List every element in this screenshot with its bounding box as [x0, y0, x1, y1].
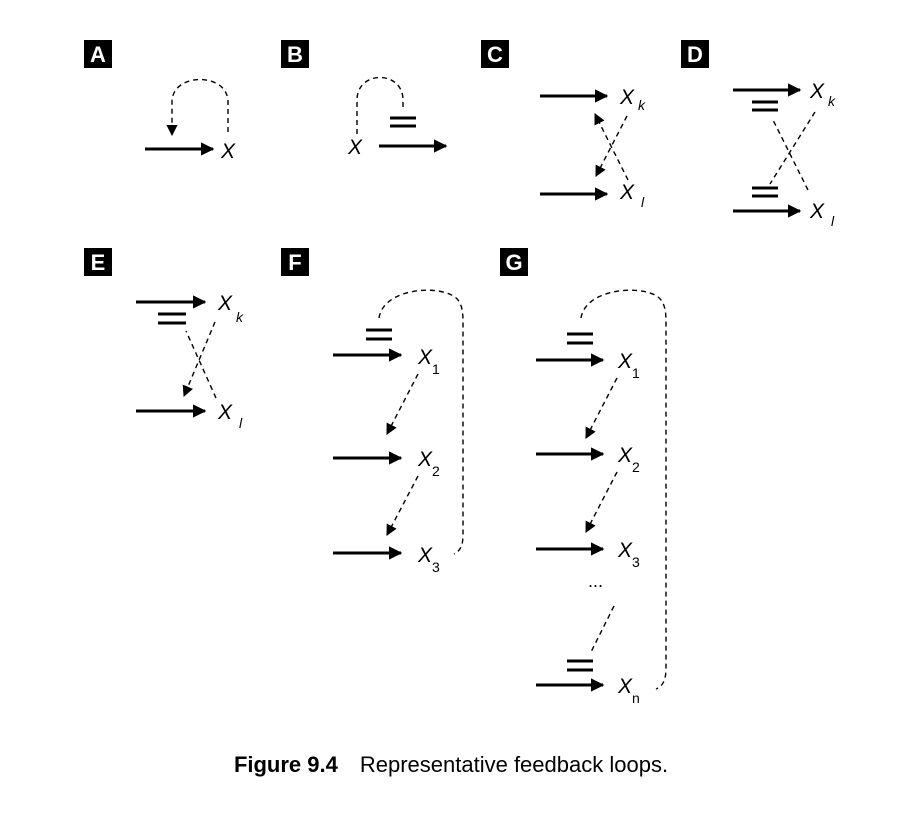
- node-x2-subscript: 2: [632, 459, 640, 475]
- panel-d-label-box: [681, 40, 709, 68]
- activation-2-to-3: [585, 471, 618, 533]
- caption-text: Representative feedback loops.: [359, 752, 669, 777]
- panel-f-label: F: [288, 250, 301, 275]
- node-x1-subscript: 1: [632, 365, 640, 381]
- node-x1-subscript: 1: [432, 361, 440, 377]
- node-x3-subscript: 3: [632, 554, 640, 570]
- node-xn: X: [617, 675, 633, 698]
- node-x3: X: [417, 544, 433, 567]
- panel-e-label-box: [84, 248, 112, 276]
- node-xk: X: [809, 80, 825, 103]
- negative-feedback-loop: [580, 289, 667, 690]
- node-xl: X: [217, 401, 233, 424]
- node-xk-subscript: k: [236, 309, 244, 325]
- inhibition-k-to-l: [769, 111, 816, 185]
- node-xk: X: [619, 86, 635, 109]
- activation-k-to-l: [182, 321, 216, 398]
- panel-c-label: C: [487, 42, 503, 67]
- node-x3: X: [617, 539, 633, 562]
- node-xl: X: [619, 181, 635, 204]
- node-x1: X: [417, 346, 433, 369]
- node-x: X: [347, 136, 363, 159]
- node-x: X: [220, 140, 236, 163]
- panel-a-label: A: [90, 42, 106, 67]
- panel-e: E X k X l: [84, 248, 244, 431]
- panel-g: G X 1 X 2 X 3 ... X n: [500, 248, 667, 706]
- panel-g-label-box: [500, 248, 528, 276]
- panel-a-label-box: [84, 40, 112, 68]
- panel-a: A X: [84, 40, 236, 163]
- panel-e-label: E: [91, 250, 106, 275]
- inhibition-l-to-k: [771, 117, 809, 191]
- node-xl-subscript: l: [641, 194, 645, 210]
- panel-c-label-box: [481, 40, 509, 68]
- panel-d-label: D: [687, 42, 703, 67]
- negative-feedback-loop: [356, 76, 404, 134]
- node-xk-subscript: k: [638, 97, 646, 113]
- node-xn-subscript: n: [632, 690, 640, 706]
- node-x2: X: [417, 448, 433, 471]
- node-x1: X: [617, 350, 633, 373]
- panel-b-label: B: [287, 42, 303, 67]
- node-xk: X: [217, 292, 233, 315]
- activation-l-to-k: [594, 112, 629, 181]
- activation-1-to-2: [585, 377, 618, 439]
- node-xk-subscript: k: [828, 93, 836, 109]
- panel-b-label-box: [281, 40, 309, 68]
- panel-f: F X 1 X 2 X 3: [281, 248, 464, 575]
- node-x2-subscript: 2: [432, 463, 440, 479]
- activation-2-to-3: [386, 475, 419, 536]
- figure-caption: Figure 9.4 Representative feedback loops.: [0, 752, 902, 778]
- panel-f-label-box: [281, 248, 309, 276]
- activation-k-to-l: [595, 115, 628, 177]
- negative-feedback-loop: [378, 289, 464, 555]
- node-xl: X: [809, 200, 825, 223]
- positive-feedback-loop: [166, 78, 229, 137]
- panel-d: D X k X l: [681, 40, 836, 229]
- node-xl-subscript: l: [239, 415, 243, 431]
- ellipsis: ...: [588, 571, 603, 591]
- node-xl-subscript: l: [831, 213, 835, 229]
- node-x3-subscript: 3: [432, 559, 440, 575]
- activation-1-to-2: [386, 373, 419, 435]
- caption-label: Figure 9.4: [233, 752, 338, 777]
- activation-to-n: [590, 605, 615, 653]
- panel-c: C X k X l: [481, 40, 646, 210]
- panel-g-label: G: [505, 250, 522, 275]
- inhibition-l-to-k: [185, 330, 217, 399]
- node-x2: X: [617, 444, 633, 467]
- panel-b: B X: [281, 40, 448, 159]
